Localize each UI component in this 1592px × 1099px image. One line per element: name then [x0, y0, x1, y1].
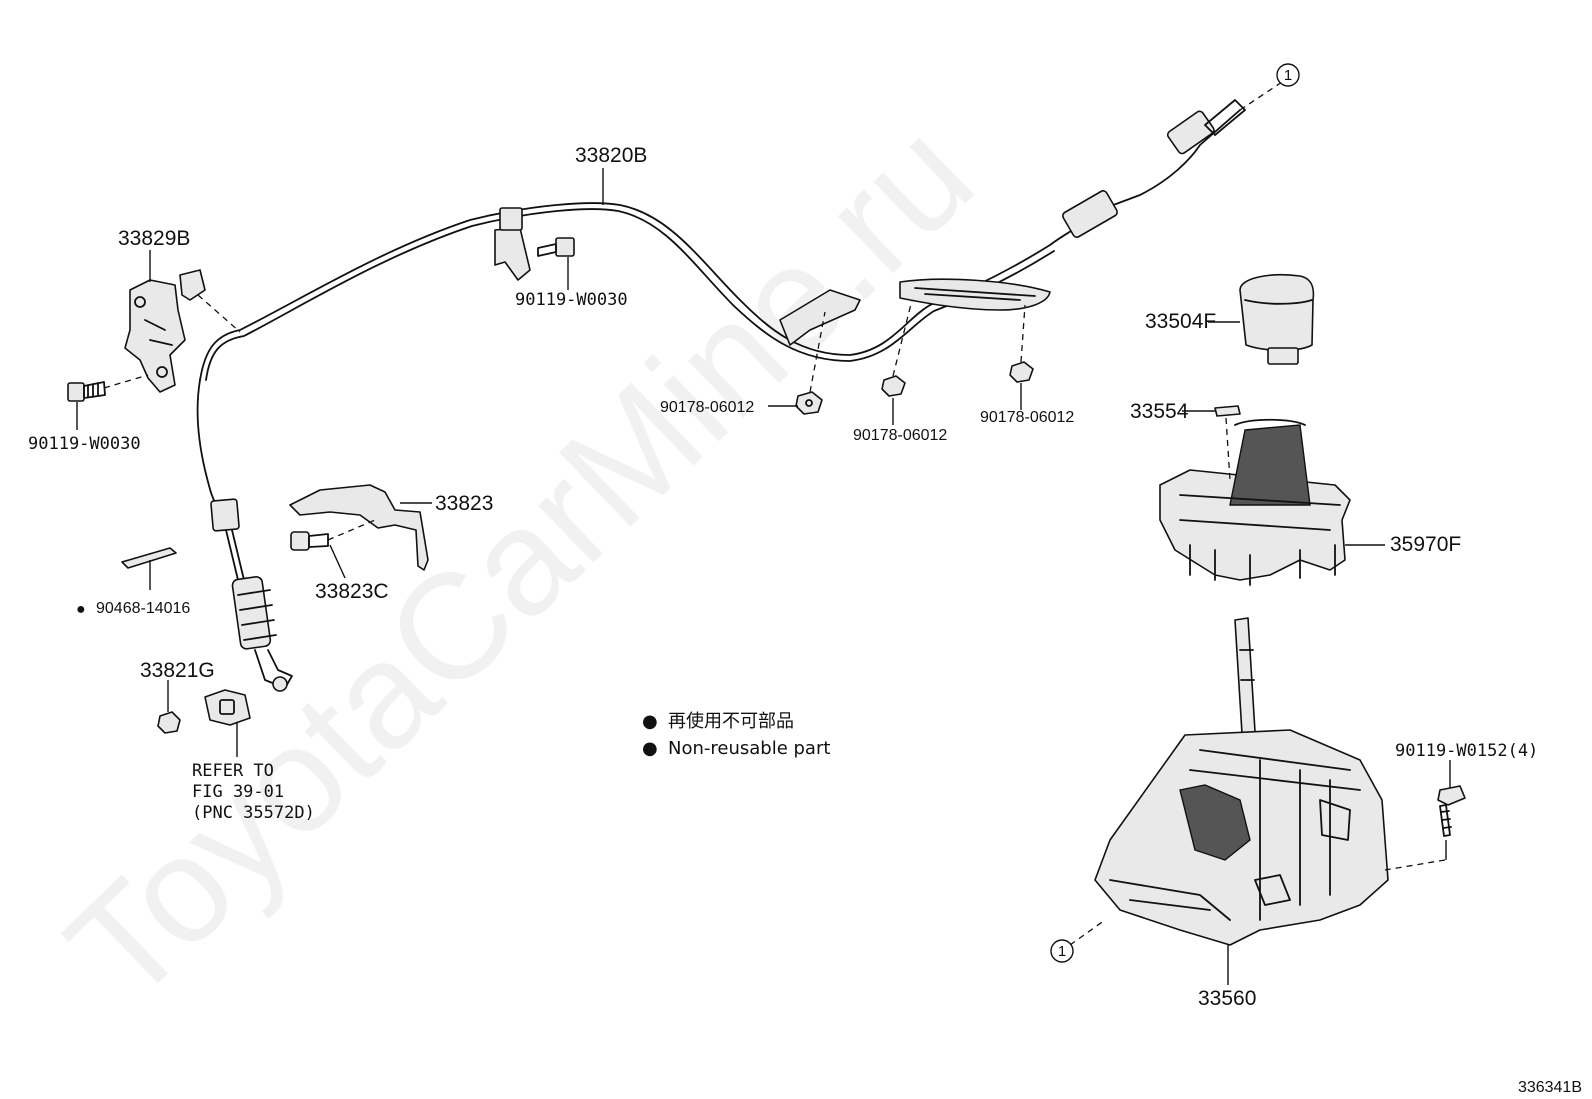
label-33820B: 33820B: [575, 144, 647, 167]
label-33823C: 33823C: [315, 580, 389, 603]
shifter-assembly-33560: [1094, 617, 1389, 946]
clip-33554: [1214, 405, 1241, 417]
label-33560: 33560: [1198, 987, 1256, 1010]
bolt-90119-w0030-left: [67, 381, 106, 402]
bracket-33829B: [124, 269, 206, 393]
label-90178-06012-c: 90178-06012: [980, 409, 1074, 426]
nut-90178-06012-c: [1009, 361, 1034, 383]
cable-boot: [231, 576, 293, 692]
legend-marker-ja: ●: [642, 711, 658, 732]
leader-lines: [76, 81, 1451, 985]
marker-90468-14016: ●: [76, 601, 86, 618]
label-33823: 33823: [435, 492, 493, 515]
label-33554: 33554: [1130, 400, 1189, 423]
label-35970F: 35970F: [1390, 533, 1461, 556]
label-90119-w0152: 90119-W0152(4): [1395, 741, 1538, 761]
cable-bracket-left: [779, 289, 861, 346]
bolt-33823C: [290, 531, 329, 551]
label-90119-w0030-left: 90119-W0030: [28, 434, 141, 454]
svg-text:FIG 39-01: FIG 39-01: [192, 782, 284, 802]
bolt-90119-w0152: [1437, 785, 1466, 837]
nut-90178-06012-a: [795, 391, 823, 415]
label-33829B: 33829B: [118, 227, 190, 250]
clip-90468-14016: [121, 547, 177, 569]
svg-text:REFER TO: REFER TO: [192, 761, 274, 781]
svg-text:(PNC 35572D): (PNC 35572D): [192, 803, 315, 823]
bolt-90119-w0030-center: [537, 237, 575, 257]
nut-90178-06012-b: [881, 375, 906, 397]
legend: ● 再使用不可部品 ● Non-reusable part: [642, 711, 830, 759]
figure-code: 336341B: [1518, 1079, 1582, 1096]
label-33504F: 33504F: [1145, 310, 1216, 333]
legend-marker-en: ●: [642, 738, 658, 759]
label-90468-14016: 90468-14016: [96, 600, 190, 617]
callout-marker-bottom: 1: [1050, 939, 1074, 963]
shift-cable: [196, 99, 1246, 692]
legend-text-en: Non-reusable part: [668, 738, 830, 759]
bracket-33823: [289, 484, 429, 571]
cable-bracket-plate: [899, 278, 1051, 311]
shift-knob-33504F: [1239, 273, 1315, 365]
svg-text:1: 1: [1058, 943, 1066, 960]
label-90119-w0030-center: 90119-W0030: [515, 290, 628, 310]
reference-note: REFER TO FIG 39-01 (PNC 35572D): [192, 761, 315, 823]
label-90178-06012-a: 90178-06012: [660, 399, 754, 416]
indicator-housing-35970F: [1159, 418, 1351, 586]
label-90178-06012-b: 90178-06012: [853, 427, 947, 444]
callout-marker-top: 1: [1276, 63, 1300, 87]
nut-33821G: [157, 711, 181, 734]
label-33821G: 33821G: [140, 659, 215, 682]
svg-text:1: 1: [1284, 67, 1292, 84]
legend-text-ja: 再使用不可部品: [668, 711, 794, 732]
bushing-35572D: [204, 689, 251, 726]
